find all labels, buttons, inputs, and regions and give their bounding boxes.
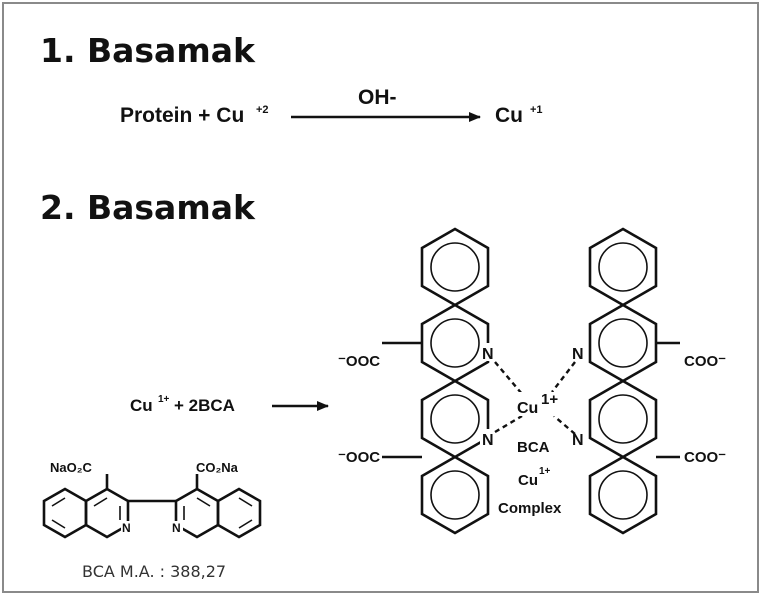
left-top-pyridine-circle (430, 318, 480, 368)
left-bottom-pyridine-circle (430, 394, 480, 444)
right-bottom-pyridine-ring (588, 379, 658, 459)
step2-reactant-cu: Cu (130, 396, 153, 415)
step1-heading: 1. Basamak (40, 31, 256, 70)
step1-condition: OH- (358, 86, 397, 109)
bca-left-group: NaO₂C (50, 460, 93, 475)
right-bottom-benzene-ring (588, 455, 658, 535)
left-bottom-aromatic-circle (430, 470, 480, 520)
step1-product-charge: +1 (530, 104, 543, 116)
bca-left-benzene-ring (42, 487, 88, 539)
carboxylate-left-top: ⁻OOC (338, 353, 380, 370)
right-top-pyridine-circle (598, 318, 648, 368)
carboxylate-right-top: COO⁻ (684, 353, 726, 370)
left-top-aromatic-circle (430, 242, 480, 292)
step2-heading: 2. Basamak (40, 188, 256, 227)
complex-caption-line1: BCA (517, 439, 550, 456)
right-bottom-aromatic-circle (598, 470, 648, 520)
bca-right-group: CO₂Na (196, 460, 239, 475)
right-top-benzene-ring (588, 227, 658, 307)
complex-caption-line2-charge: 1+ (539, 466, 551, 477)
right-top-pyridine-ring (588, 303, 658, 383)
coordination-bonds (494, 361, 576, 435)
bca-molecular-weight: BCA M.A. : 388,27 (82, 562, 226, 581)
complex-center-metal: Cu (517, 400, 538, 417)
nitrogen-left-bottom: N (482, 432, 494, 449)
step2-reactant-cu-charge: 1+ (158, 394, 170, 405)
nitrogen-left-top: N (482, 346, 494, 363)
nitrogen-right-top: N (572, 346, 584, 363)
bca-nitrogen-right: N (172, 521, 181, 535)
step1-product: Cu (495, 104, 523, 127)
left-top-benzene-ring (420, 227, 490, 307)
step2-reactant-rest: + 2BCA (174, 396, 235, 415)
right-top-aromatic-circle (598, 242, 648, 292)
bca-right-benzene-ring (216, 487, 262, 539)
carboxylate-right-bottom: COO⁻ (684, 449, 726, 466)
nitrogen-right-bottom: N (572, 432, 584, 449)
left-top-pyridine-ring (420, 303, 490, 383)
step1-reactants: Protein + Cu (120, 104, 244, 127)
complex-right-ligand (588, 227, 680, 535)
bca-nitrogen-left: N (122, 521, 131, 535)
carboxylate-left-bottom: ⁻OOC (338, 449, 380, 466)
left-bottom-benzene-ring (420, 455, 490, 535)
complex-left-ligand (382, 227, 490, 535)
complex-caption-line3: Complex (498, 500, 562, 517)
complex-center-charge: 1+ (541, 391, 558, 408)
step1-reactant-charge: +2 (256, 104, 269, 116)
left-bottom-pyridine-ring (420, 379, 490, 459)
bca-molecule-structure (42, 474, 262, 539)
right-bottom-pyridine-circle (598, 394, 648, 444)
complex-caption-line2-metal: Cu (518, 472, 538, 489)
